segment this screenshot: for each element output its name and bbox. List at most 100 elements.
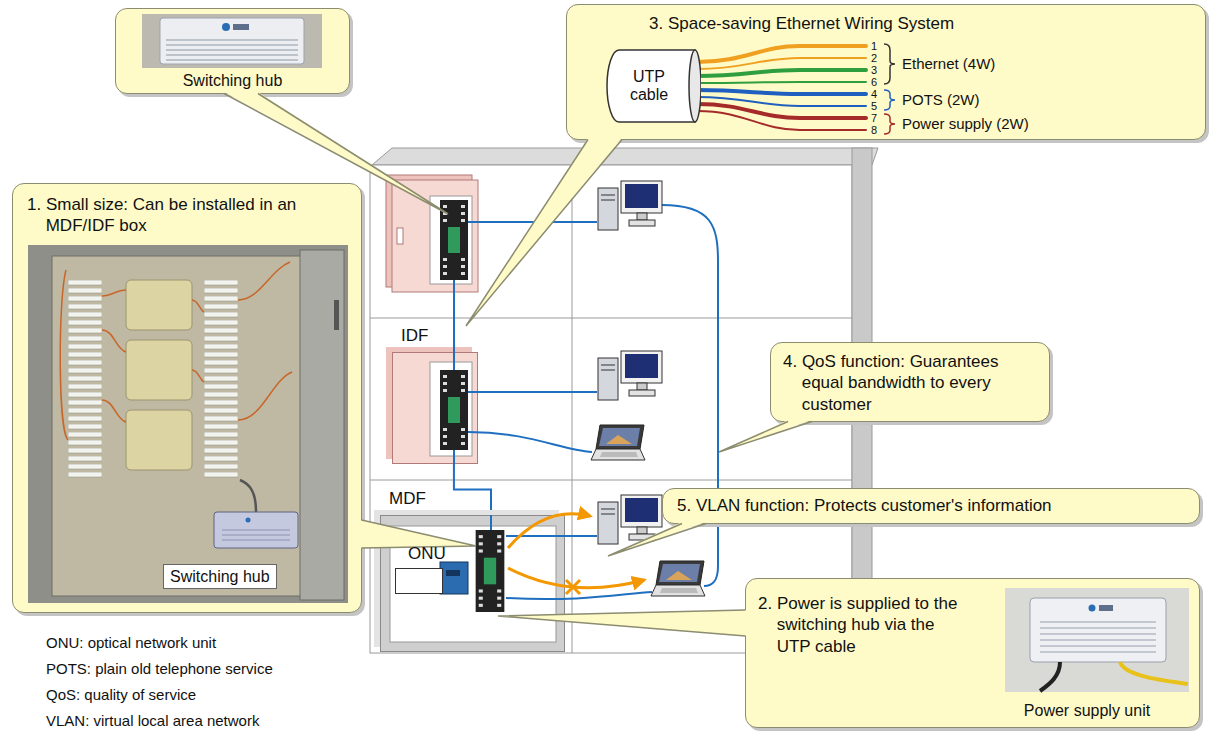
pin-bracket [884,114,895,134]
cabinet-equipment [440,370,468,450]
pin-number-holder: 8 [871,124,877,136]
switching-hub-photo [222,23,230,31]
cabinet-equipment [446,570,460,576]
cabinet-photo [334,300,339,330]
cabinet-photo [28,245,348,603]
pin-number: 5 [871,100,877,112]
pin-number-holder: 3 [871,64,877,76]
power-supply-photo [1099,605,1113,611]
switching-hub-photo [166,40,298,60]
callout-pointer [719,422,812,453]
switching-hub-photo [166,44,298,46]
power-supply-photo [1040,622,1156,652]
feature-text: 1. Small size: Can be installed in an MD… [27,194,305,237]
cabinet-equipment [390,196,556,642]
cabinet-photo [240,480,256,512]
building-outline [370,480,852,481]
lan-wire [453,450,455,464]
cabinet-photo [222,534,290,535]
lan-wire [490,515,492,530]
abbreviation-note: ONU: optical network unit [46,634,216,652]
cabinet-photo [300,250,344,600]
lan-wire [468,432,592,452]
cabinet-photo [222,539,290,540]
feature-text: 3. Space-saving Ethernet Wiring System [649,13,1195,34]
switching-hub-photo [160,18,304,64]
power-supply-photo [1040,662,1060,691]
pin-number-holder: 4 [871,88,877,100]
cabinet-photo [246,518,251,523]
photo-caption: Power supply unit [987,701,1187,721]
switching-hub-photo [233,24,249,30]
switching-hub-photo [142,14,322,68]
pair-label-holder: Power supply (2W) [902,115,1029,133]
cable-cylinder: UTP cable [605,49,701,123]
abbreviation-note: QoS: quality of service [46,686,196,704]
feature-text: 4. QoS function: Guarantees equal bandwi… [783,351,1037,415]
cable-wires [697,46,866,130]
pin-number: 3 [871,64,877,76]
pin-number-holder: 5 [871,100,877,112]
feature-text: 2. Power is supplied to the switching hu… [758,593,962,657]
cabinet-equipment [430,362,472,456]
cabinet-photo [68,280,102,480]
callout-pointer [608,524,706,557]
power-supply-photo [1030,598,1166,662]
cable-end [689,50,701,122]
pair-label-holder: POTS (2W) [902,91,980,109]
pin-number: 1 [871,40,877,52]
pair-label: Ethernet (4W) [902,55,995,73]
power-supply-photo [1040,621,1156,623]
pair-label-holder: Ethernet (4W) [902,55,995,73]
pin-number: 2 [871,52,877,64]
feature-text: 5. VLAN function: Protects customer's in… [677,495,1185,516]
lan-wire [468,391,597,393]
vlan-arrow [566,580,580,594]
lan-wire [453,280,455,370]
building-outline [372,148,878,165]
abbreviation-note-holder: ONU: optical network unit [46,634,216,652]
callout-pointer [362,520,477,548]
pin-number: 8 [871,124,877,136]
onu-box: ONU [395,568,443,594]
wiring-cabinet [392,180,478,292]
cable-wires [697,104,866,118]
wiring-cabinet [386,175,478,292]
cabinet-name: IDF [401,326,428,346]
power-supply-photo [1040,651,1156,653]
pin-number-holder: 1 [871,40,877,52]
photo-label-plate: Switching hub [163,564,277,589]
pin-number-holder: 2 [871,52,877,64]
cable-wires [697,82,866,83]
power-supply-photo [1040,645,1156,647]
building-outline [370,318,852,319]
cabinet-photo [126,410,192,470]
cabinet-photo [102,400,126,422]
device-name: ONU [408,544,446,564]
feature-callout: 5. VLAN function: Protects customer's in… [662,488,1200,524]
feature-callout: 3. Space-saving Ethernet Wiring SystemUT… [566,4,1206,140]
abbreviation-note: VLAN: virtual local area network [46,712,259,730]
pin-bracket [884,44,895,134]
power-supply-photo [1089,605,1096,612]
cable-wires [697,58,866,69]
cabinet-photo [192,300,204,312]
photo-caption: Switching hub [120,71,345,91]
abbreviation-note-holder: POTS: plain old telephone service [46,660,273,678]
vlan-arrow [508,514,644,594]
cabinet-photo [28,245,348,603]
abbreviation-note-holder: QoS: quality of service [46,686,196,704]
cable-wires [697,90,866,94]
callout-pointer [498,610,747,636]
pin-number: 6 [871,76,877,88]
desktop-pc [598,351,662,400]
building-outline [572,165,573,653]
lan-wire [468,221,597,223]
feature-callout: 4. QoS function: Guarantees equal bandwi… [770,342,1050,422]
lan-wire [454,222,652,599]
cabinet-equipment [430,196,472,284]
callout-pointer [498,610,746,636]
switching-hub-photo [142,14,322,68]
cabinet-photo [52,256,302,596]
switching-hub-photo [166,59,298,61]
